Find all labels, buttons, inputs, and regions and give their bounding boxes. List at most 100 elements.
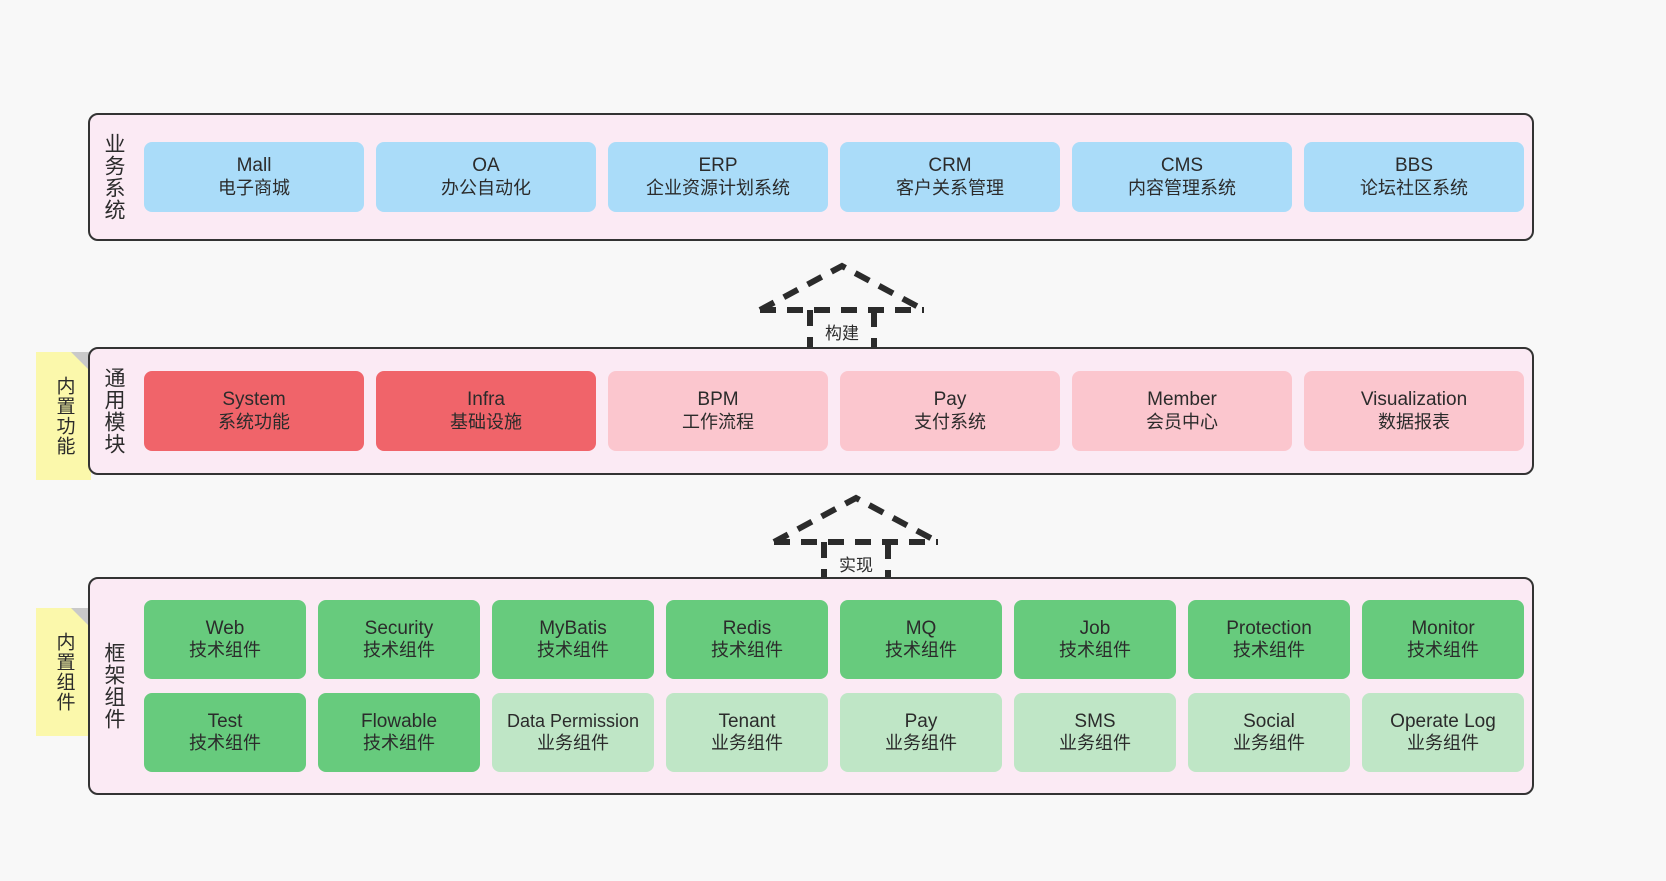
common-card-row: System 系统功能 Infra 基础设施 BPM 工作流程 Pay 支付系统… — [144, 371, 1524, 451]
business-card-row: Mall 电子商城 OA 办公自动化 ERP 企业资源计划系统 CRM 客户关系… — [144, 142, 1524, 212]
note-builtin-features-text: 内置功能 — [53, 376, 75, 456]
card-pay-component-name: Pay — [904, 710, 938, 732]
card-oa[interactable]: OA 办公自动化 — [376, 142, 596, 212]
card-protection-name: Protection — [1226, 617, 1312, 639]
card-bpm-desc: 工作流程 — [682, 411, 754, 432]
card-cms-desc: 内容管理系统 — [1128, 177, 1236, 198]
card-bpm-name: BPM — [697, 389, 739, 411]
card-data-permission-name: Data Permission — [506, 710, 640, 731]
connector-build: 构建 — [752, 258, 932, 358]
card-mq-name: MQ — [905, 617, 937, 639]
card-social-name: Social — [1243, 710, 1295, 732]
card-member-name: Member — [1147, 389, 1217, 411]
card-social-desc: 业务组件 — [1233, 733, 1305, 754]
framework-card-row-tech: Web 技术组件 Security 技术组件 MyBatis 技术组件 Redi… — [144, 600, 1524, 679]
card-oa-name: OA — [472, 155, 500, 177]
card-operate-log-desc: 业务组件 — [1407, 733, 1479, 754]
layer-common-modules: 通用模块 System 系统功能 Infra 基础设施 BPM 工作流程 Pay… — [88, 347, 1534, 475]
card-protection[interactable]: Protection 技术组件 — [1188, 600, 1350, 679]
card-job-desc: 技术组件 — [1059, 640, 1131, 661]
card-crm-name: CRM — [928, 155, 972, 177]
layer-framework-components-body: Web 技术组件 Security 技术组件 MyBatis 技术组件 Redi… — [136, 579, 1532, 793]
card-crm[interactable]: CRM 客户关系管理 — [840, 142, 1060, 212]
card-mybatis-desc: 技术组件 — [537, 640, 609, 661]
card-erp-name: ERP — [698, 155, 738, 177]
card-web-desc: 技术组件 — [189, 640, 261, 661]
card-mq-desc: 技术组件 — [885, 640, 957, 661]
card-test[interactable]: Test 技术组件 — [144, 693, 306, 772]
card-security[interactable]: Security 技术组件 — [318, 600, 480, 679]
layer-framework-components: 框架组件 Web 技术组件 Security 技术组件 MyBatis 技术组件 — [88, 577, 1534, 795]
card-redis[interactable]: Redis 技术组件 — [666, 600, 828, 679]
card-job[interactable]: Job 技术组件 — [1014, 600, 1176, 679]
layer-business-systems: 业务系统 Mall 电子商城 OA 办公自动化 ERP 企业资源计划系统 CRM… — [88, 113, 1534, 241]
card-bbs[interactable]: BBS 论坛社区系统 — [1304, 142, 1524, 212]
card-mall-desc: 电子商城 — [218, 177, 290, 198]
card-social[interactable]: Social 业务组件 — [1188, 693, 1350, 772]
layer-common-modules-body: System 系统功能 Infra 基础设施 BPM 工作流程 Pay 支付系统… — [136, 349, 1532, 473]
card-data-permission-desc: 业务组件 — [537, 732, 609, 753]
card-visualization-name: Visualization — [1360, 389, 1468, 411]
card-visualization[interactable]: Visualization 数据报表 — [1304, 371, 1524, 451]
card-mq[interactable]: MQ 技术组件 — [840, 600, 1002, 679]
note-builtin-components-text: 内置组件 — [53, 632, 75, 712]
card-pay-module[interactable]: Pay 支付系统 — [840, 371, 1060, 451]
layer-business-systems-title: 业务系统 — [102, 133, 126, 221]
card-web[interactable]: Web 技术组件 — [144, 600, 306, 679]
card-member-desc: 会员中心 — [1146, 411, 1218, 432]
card-monitor-desc: 技术组件 — [1407, 640, 1479, 661]
layer-business-systems-body: Mall 电子商城 OA 办公自动化 ERP 企业资源计划系统 CRM 客户关系… — [136, 115, 1532, 239]
note-builtin-components: 内置组件 — [36, 608, 91, 736]
note-builtin-features: 内置功能 — [36, 352, 91, 480]
card-cms-name: CMS — [1160, 155, 1204, 177]
card-infra[interactable]: Infra 基础设施 — [376, 371, 596, 451]
generalization-arrow-icon — [758, 262, 926, 357]
card-bpm[interactable]: BPM 工作流程 — [608, 371, 828, 451]
card-system-desc: 系统功能 — [218, 411, 290, 432]
note-fold-corner-icon — [71, 608, 91, 628]
note-fold-corner-icon — [71, 352, 91, 372]
card-protection-desc: 技术组件 — [1233, 640, 1305, 661]
card-sms-desc: 业务组件 — [1059, 733, 1131, 754]
connector-implement-label: 实现 — [839, 556, 873, 575]
framework-card-row-business: Test 技术组件 Flowable 技术组件 Data Permission … — [144, 693, 1524, 772]
card-member[interactable]: Member 会员中心 — [1072, 371, 1292, 451]
card-monitor-name: Monitor — [1411, 617, 1475, 639]
card-pay-component-desc: 业务组件 — [885, 733, 957, 754]
card-security-name: Security — [364, 617, 434, 639]
card-flowable-desc: 技术组件 — [363, 733, 435, 754]
card-infra-desc: 基础设施 — [450, 411, 522, 432]
card-cms[interactable]: CMS 内容管理系统 — [1072, 142, 1292, 212]
card-operate-log-name: Operate Log — [1390, 710, 1496, 732]
connector-build-label: 构建 — [825, 324, 859, 343]
card-sms[interactable]: SMS 业务组件 — [1014, 693, 1176, 772]
card-security-desc: 技术组件 — [363, 640, 435, 661]
card-tenant-name: Tenant — [718, 710, 776, 732]
card-flowable[interactable]: Flowable 技术组件 — [318, 693, 480, 772]
card-bbs-name: BBS — [1394, 155, 1434, 177]
card-pay-component[interactable]: Pay 业务组件 — [840, 693, 1002, 772]
card-bbs-desc: 论坛社区系统 — [1360, 177, 1468, 198]
card-erp-desc: 企业资源计划系统 — [646, 177, 790, 198]
card-tenant-desc: 业务组件 — [711, 733, 783, 754]
connector-implement: 实现 — [766, 490, 946, 590]
card-monitor[interactable]: Monitor 技术组件 — [1362, 600, 1524, 679]
card-data-permission[interactable]: Data Permission 业务组件 — [492, 693, 654, 772]
card-oa-desc: 办公自动化 — [441, 177, 531, 198]
card-redis-name: Redis — [722, 617, 772, 639]
card-operate-log[interactable]: Operate Log 业务组件 — [1362, 693, 1524, 772]
card-mybatis[interactable]: MyBatis 技术组件 — [492, 600, 654, 679]
card-mall[interactable]: Mall 电子商城 — [144, 142, 364, 212]
card-crm-desc: 客户关系管理 — [896, 177, 1004, 198]
card-pay-module-name: Pay — [933, 389, 967, 411]
card-system-name: System — [222, 389, 286, 411]
card-test-desc: 技术组件 — [189, 733, 261, 754]
card-flowable-name: Flowable — [360, 710, 438, 732]
card-tenant[interactable]: Tenant 业务组件 — [666, 693, 828, 772]
card-erp[interactable]: ERP 企业资源计划系统 — [608, 142, 828, 212]
card-sms-name: SMS — [1074, 710, 1116, 732]
card-infra-name: Infra — [466, 389, 506, 411]
card-system[interactable]: System 系统功能 — [144, 371, 364, 451]
card-web-name: Web — [205, 617, 245, 639]
